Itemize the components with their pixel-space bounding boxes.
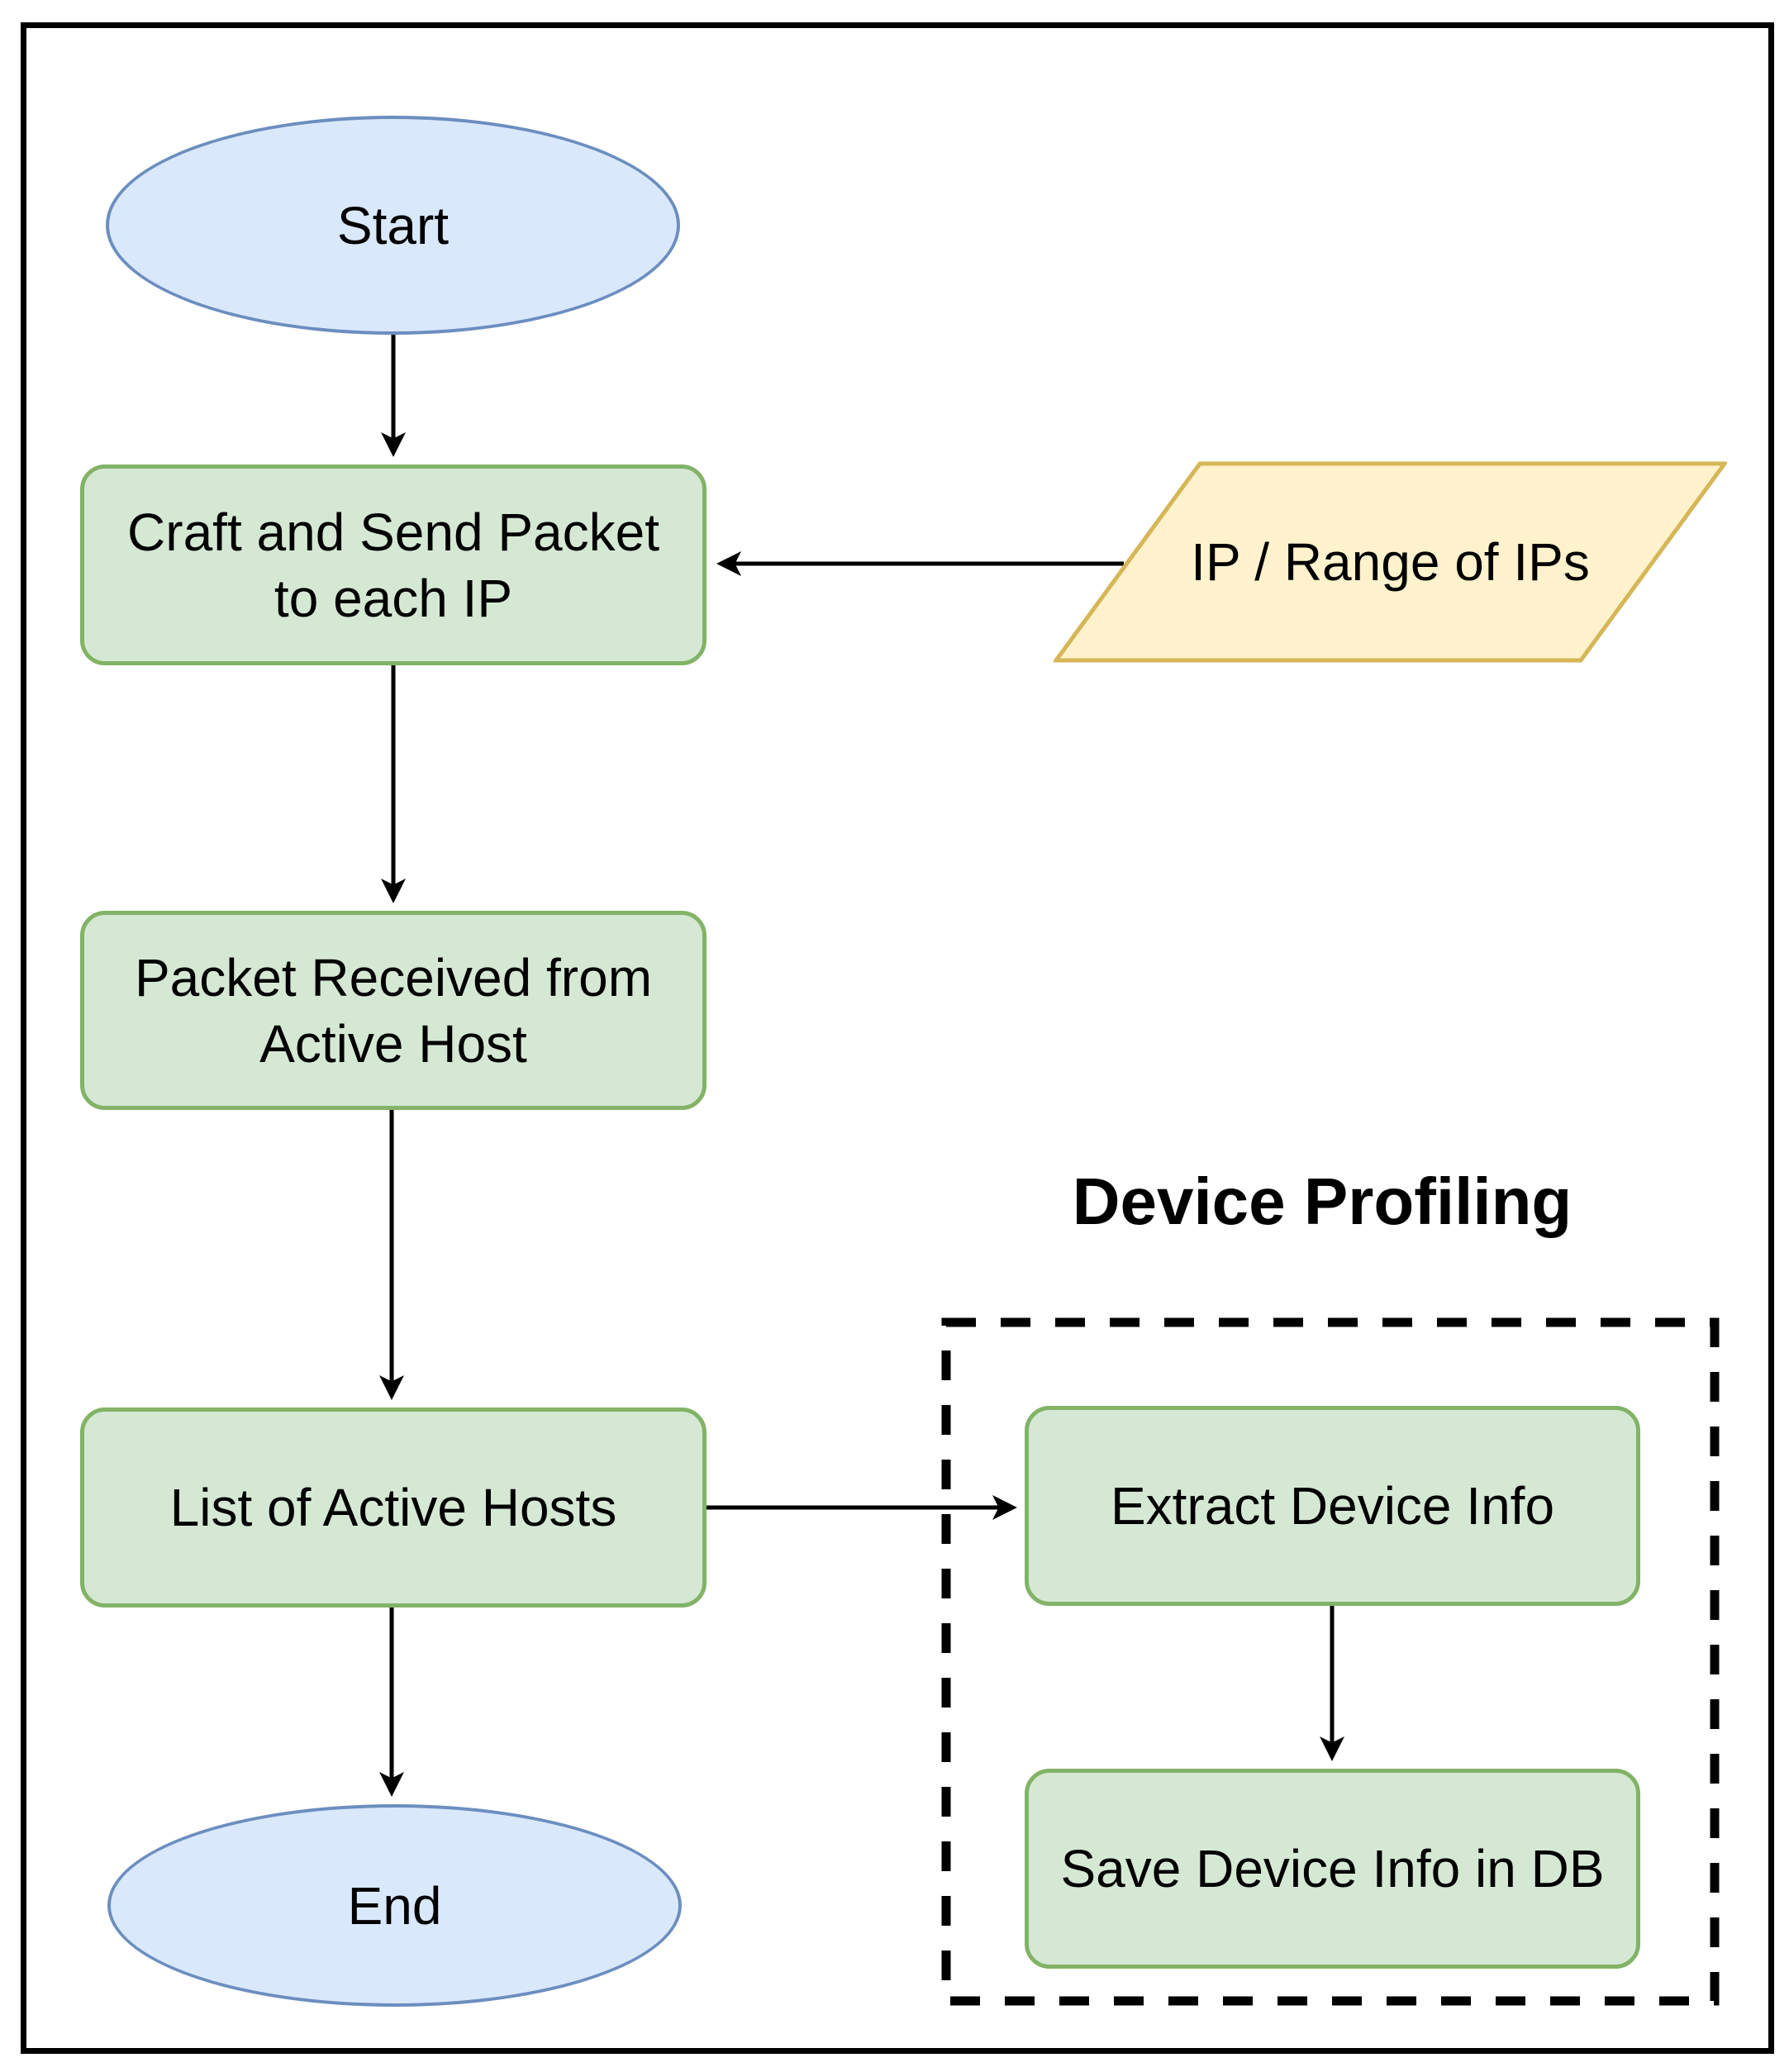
node-save-device-info: Save Device Info in DB (1025, 1769, 1640, 1969)
node-list-active-hosts-label: List of Active Hosts (169, 1478, 617, 1537)
device-profiling-group-border (941, 1317, 1720, 2006)
device-profiling-title: Device Profiling (1072, 1165, 1573, 1238)
diagram-border (21, 22, 1774, 2054)
node-packet-received: Packet Received from Active Host (80, 911, 707, 1110)
node-list-active-hosts: List of Active Hosts (80, 1408, 707, 1608)
node-ip-range-input-label: IP / Range of IPs (1191, 532, 1590, 592)
node-start: Start (106, 116, 680, 335)
node-craft-send-packet-label: Craft and Send Packet to each IP (127, 502, 659, 628)
node-end-label: End (347, 1875, 442, 1936)
node-craft-send-packet: Craft and Send Packet to each IP (80, 464, 707, 665)
node-start-label: Start (336, 195, 450, 255)
node-extract-device-info-label: Extract Device Info (1110, 1476, 1555, 1536)
parallelogram-shape (1054, 461, 1727, 663)
node-packet-received-label: Packet Received from Active Host (134, 947, 653, 1074)
node-extract-device-info: Extract Device Info (1025, 1406, 1640, 1606)
node-ip-range-input: IP / Range of IPs (1054, 461, 1727, 663)
node-save-device-info-label: Save Device Info in DB (1060, 1839, 1605, 1898)
node-end: End (107, 1804, 682, 2007)
